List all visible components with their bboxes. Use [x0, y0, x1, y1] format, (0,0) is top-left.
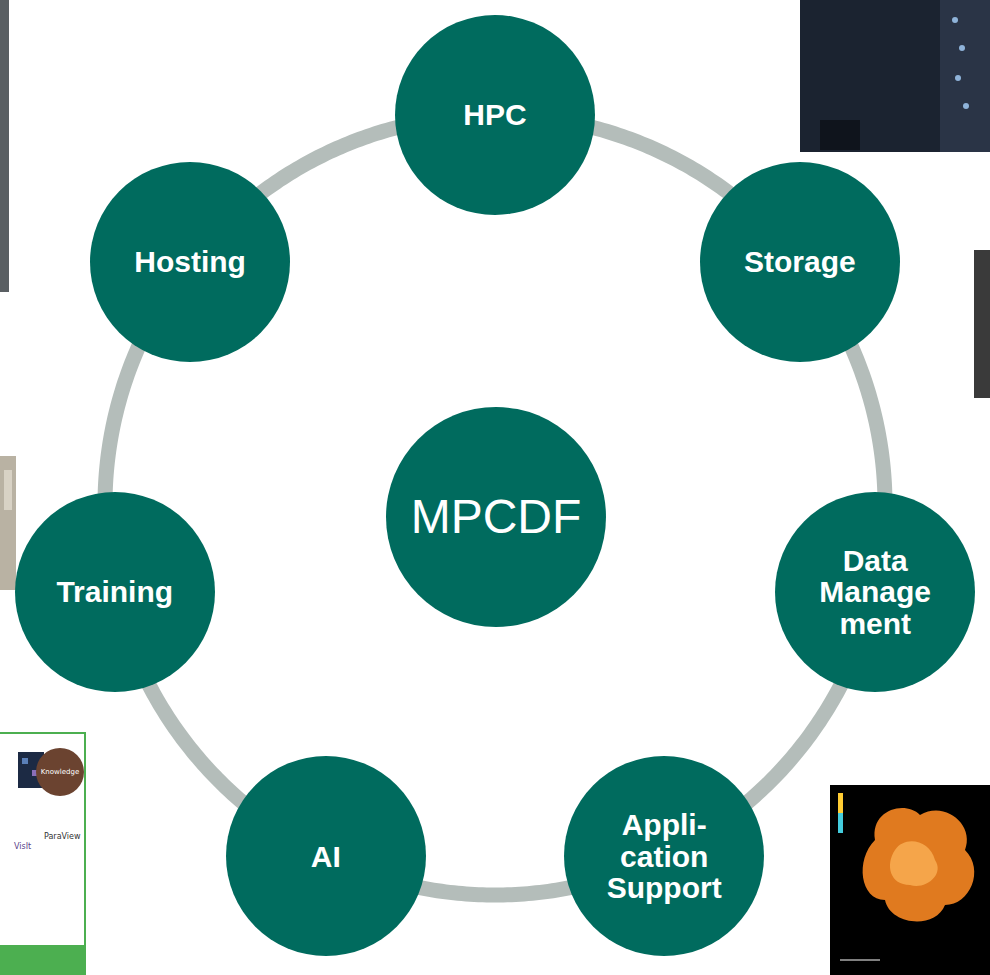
circle-fill [700, 162, 900, 362]
ring-connector [256, 126, 404, 197]
service-circle: AI [226, 756, 426, 956]
ai-image [0, 733, 85, 975]
image-label: ParaView [44, 832, 81, 841]
simulation-image [830, 785, 990, 975]
center-circle: MPCDF [386, 407, 606, 627]
circle-fill [564, 756, 764, 956]
circle-fill [386, 407, 606, 627]
node-label: MPCDF [411, 492, 582, 542]
node-text-box: Appli- cation Support [589, 756, 739, 956]
photo-fragment [0, 456, 16, 590]
node-text-box: AI [251, 756, 401, 956]
node-label: AI [311, 841, 341, 873]
server-photo [800, 0, 990, 152]
node-text-box: Training [40, 492, 190, 692]
node-label: Training [56, 576, 173, 608]
photo-fragment [0, 0, 9, 292]
ring-connector [146, 679, 248, 807]
service-circle: Hosting [90, 162, 290, 362]
node-label: Data Manage ment [800, 545, 950, 640]
photo-fragment [974, 250, 990, 398]
ring-connector [848, 340, 884, 500]
service-circle: Storage [700, 162, 900, 362]
ring-connector [105, 340, 141, 500]
service-circle: Training [15, 492, 215, 692]
circle-fill [15, 492, 215, 692]
image-label: Knowledge [41, 768, 79, 776]
service-circle: Data Manage ment [775, 492, 975, 692]
ring-connector [413, 886, 577, 895]
node-text-box: Data Manage ment [800, 492, 950, 692]
node-text-box: HPC [420, 15, 570, 215]
circle-fill [226, 756, 426, 956]
service-circle: Appli- cation Support [564, 756, 764, 956]
circle-fill [775, 492, 975, 692]
circle-fill [395, 15, 595, 215]
node-label: HPC [463, 99, 526, 131]
node-label: Storage [744, 246, 856, 278]
image-label: VisIt [14, 842, 31, 851]
ring-connector [742, 679, 844, 807]
node-label: Hosting [134, 246, 246, 278]
node-label: Appli- cation Support [589, 809, 739, 904]
node-text-box: MPCDF [396, 407, 596, 627]
ring-connector [587, 126, 735, 197]
node-text-box: Hosting [115, 162, 265, 362]
node-text-box: Storage [725, 162, 875, 362]
service-circle: HPC [395, 15, 595, 215]
circle-fill [90, 162, 290, 362]
